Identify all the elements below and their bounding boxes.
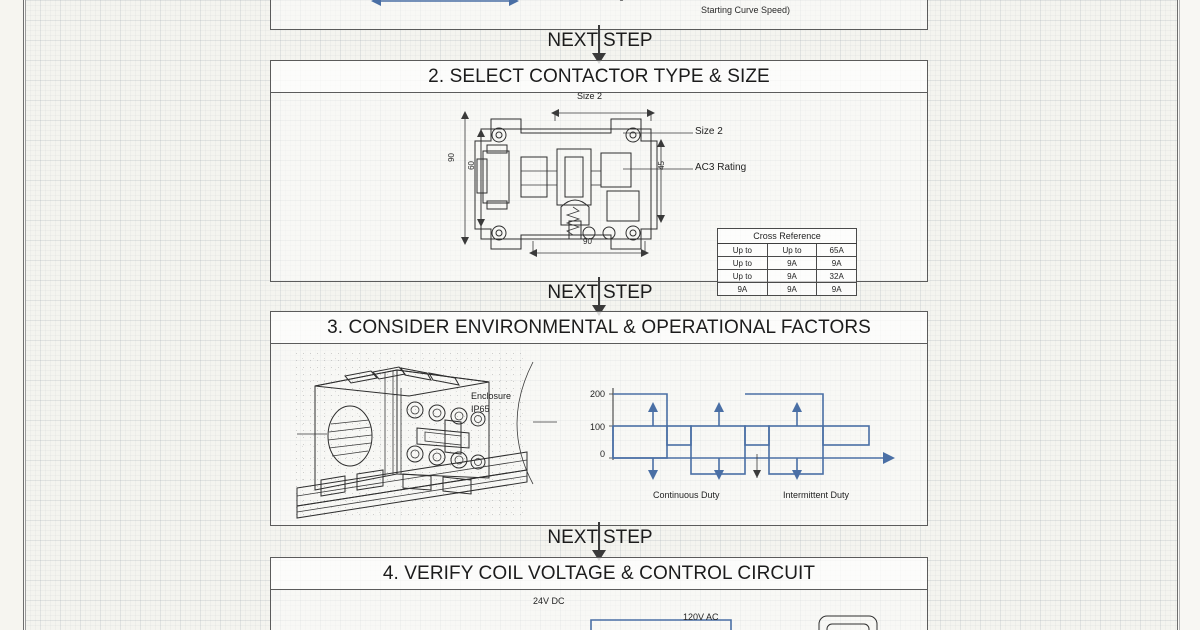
connector-1-label: NEXT STEP <box>547 30 653 51</box>
step-2-panel: 2. SELECT CONTACTOR TYPE & SIZE <box>270 60 928 296</box>
stipple-shading <box>293 350 523 518</box>
table-cell: Up to <box>766 243 818 257</box>
connector-3: NEXT STEP <box>0 522 1200 561</box>
table-cell: 9A <box>717 282 768 296</box>
table-cell: 65A <box>816 243 857 257</box>
connector-2: NEXT STEP <box>0 277 1200 316</box>
step-3-body: Enclosure IP65 200 100 0 <box>271 344 927 525</box>
duty-chart-ytick-100: 100 <box>589 422 605 432</box>
table-row: Up to Up to 65A <box>717 243 857 257</box>
table-row: Up to 9A 9A <box>717 256 857 270</box>
step-4-panel: 4. VERIFY COIL VOLTAGE & CONTROL CIRCUIT… <box>270 557 928 630</box>
dimension-size2-top <box>551 109 655 121</box>
duty-chart-legend-continuous: Continuous Duty <box>653 490 720 500</box>
contactor-3d-drawing <box>296 366 528 519</box>
step-4-title: 4. VERIFY COIL VOLTAGE & CONTROL CIRCUIT <box>271 558 927 590</box>
dimension-vertical-right <box>657 139 665 223</box>
step-1-xtick-3: 200 <box>753 0 768 1</box>
step-1-xaxis-label: Starting Curve Speed) <box>701 5 791 15</box>
callout-120v-ac-label: 120V AC <box>683 612 719 622</box>
table-cell: 9A <box>766 269 818 283</box>
connector-2-label: NEXT STEP <box>547 282 653 303</box>
duty-chart-ytick-0: 0 <box>599 449 605 459</box>
duty-cycle-chart <box>609 388 895 480</box>
dimension-vertical-group <box>461 111 485 245</box>
cross-reference-title: Cross Reference <box>717 228 857 244</box>
connector-1: NEXT STEP <box>0 25 1200 64</box>
dimension-depth: 45 <box>657 161 666 170</box>
step-3-title: 3. CONSIDER ENVIRONMENTAL & OPERATIONAL … <box>271 312 927 344</box>
dimension-width-bottom <box>529 241 649 257</box>
cross-reference-table: Cross Reference Up to Up to 65A Up to 9A… <box>717 228 857 296</box>
step-2-title: 2. SELECT CONTACTOR TYPE & SIZE <box>271 61 927 93</box>
control-circuit-diagram <box>590 615 878 630</box>
left-margin-rule <box>23 0 26 630</box>
step-1-xtick-1: 50 <box>663 0 673 1</box>
step-1-panel: 0 50 100 200 160 150 Starting Curve Spee… <box>270 0 928 30</box>
left-margin <box>0 0 23 630</box>
step-3-panel: 3. CONSIDER ENVIRONMENTAL & OPERATIONAL … <box>270 311 928 526</box>
enclosure-callout-arc <box>516 361 557 485</box>
dimension-width-label: 90 <box>583 237 592 246</box>
right-margin <box>1180 0 1200 630</box>
callout-ac3-rating-label: AC3 Rating <box>695 162 747 173</box>
dimension-height-inner: 60 <box>467 161 476 170</box>
step-1-xtick-5: 150 <box>845 0 860 1</box>
step-1-axis <box>611 0 881 3</box>
callout-24v-dc-label: 24V DC <box>533 596 565 606</box>
table-row: 9A 9A 9A <box>717 282 857 296</box>
step-1-span-arrow <box>371 0 519 6</box>
dimension-size2-top-label: Size 2 <box>577 91 603 101</box>
duty-chart-ytick-200: 200 <box>589 389 605 399</box>
connector-3-line <box>598 522 600 558</box>
table-cell: Up to <box>717 256 768 270</box>
step-1-xtick-0: 0 <box>619 0 624 3</box>
callout-size2-label: Size 2 <box>695 126 723 137</box>
table-cell: 9A <box>766 282 818 296</box>
callout-leaders <box>623 132 693 170</box>
connector-3-label: NEXT STEP <box>547 527 653 548</box>
table-cell: 32A <box>816 269 857 283</box>
table-row: Up to 9A 32A <box>717 269 857 283</box>
step-1-xtick-2: 100 <box>706 0 721 1</box>
step-1-xtick-4: 160 <box>799 0 814 1</box>
step-2-body: Size 2 Size 2 AC3 Rating 90 60 <box>271 91 927 296</box>
table-cell: Up to <box>717 243 768 257</box>
table-cell: 9A <box>816 282 857 296</box>
callout-ip65-label: IP65 <box>471 404 490 414</box>
connector-2-line <box>598 277 600 313</box>
table-cell: 9A <box>766 256 818 270</box>
callout-enclosure-label: Enclosure <box>471 391 512 401</box>
duty-chart-legend-intermittent: Intermittent Duty <box>783 490 850 500</box>
table-cell: Up to <box>717 269 768 283</box>
step-1-body: 0 50 100 200 160 150 Starting Curve Spee… <box>271 0 927 29</box>
right-margin-rule <box>1177 0 1180 630</box>
connector-1-line <box>598 25 600 61</box>
step-4-body: 24V DC 120V AC <box>271 590 927 630</box>
dimension-height-outer: 90 <box>447 153 456 162</box>
table-cell: 9A <box>816 256 857 270</box>
